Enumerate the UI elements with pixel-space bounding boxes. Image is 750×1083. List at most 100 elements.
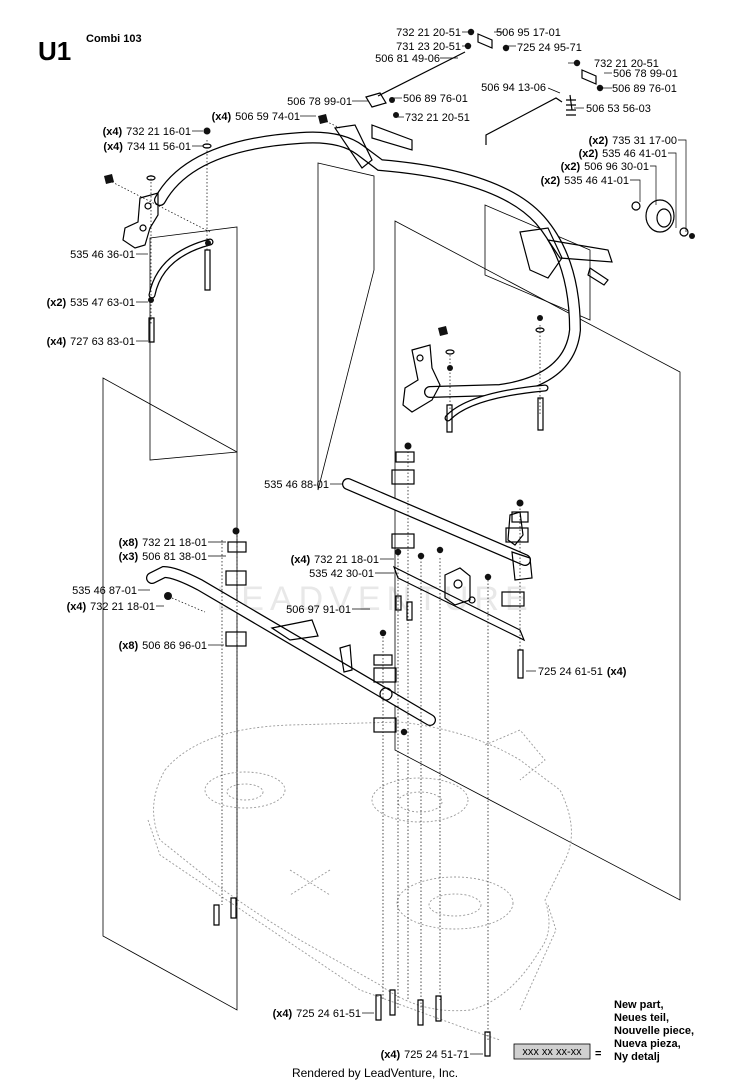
callout-14-part: 732 21 16-01: [126, 126, 191, 138]
lower-rod-535-46-87-01: [146, 565, 436, 726]
callout-1-part: 506 95 17-01: [496, 27, 561, 39]
link-rod-left: [148, 238, 214, 299]
legend-swatch-label: xxx xx xx-xx: [522, 1046, 582, 1058]
callout-22-qty: (x4): [47, 336, 67, 348]
callout-10-part: 506 89 76-01: [403, 93, 468, 105]
callout-12-qty: (x4): [212, 111, 232, 123]
bracket-right: [402, 344, 441, 413]
callout-15-part: 734 11 56-01: [127, 141, 191, 153]
svg-text:731 23 20-51: 731 23 20-51: [396, 41, 461, 53]
callout-21-qty: (x2): [47, 297, 67, 309]
svg-text:(x2)735 31 17-00: (x2)735 31 17-00: [589, 135, 677, 147]
svg-text:732 21 20-51: 732 21 20-51: [594, 58, 659, 70]
callout-24-part: 732 21 18-01: [142, 537, 207, 549]
callout-29-part: 732 21 18-01: [90, 601, 155, 613]
svg-text:506 97 91-01: 506 97 91-01: [286, 604, 351, 616]
callout-33-qty: (x4): [273, 1008, 293, 1020]
callout-21-part: 535 47 63-01: [70, 297, 135, 309]
callout-9-part: 506 78 99-01: [287, 96, 352, 108]
svg-text:(x2)535 47 63-01: (x2)535 47 63-01: [47, 297, 135, 309]
callout-19-part: 535 46 41-01: [564, 175, 629, 187]
legend-line-3: Nueva pieza,: [614, 1038, 681, 1050]
callout-13-part: 732 21 20-51: [405, 112, 470, 124]
callout-27-part: 535 42 30-01: [309, 568, 374, 580]
mower-deck: [147, 721, 572, 1041]
callout-7-part: 506 94 13-06: [481, 82, 546, 94]
leader-lines: [136, 31, 687, 1055]
callout-12-part: 506 59 74-01: [235, 111, 300, 123]
svg-text:506 78 99-01: 506 78 99-01: [287, 96, 352, 108]
svg-text:506 78 99-01: 506 78 99-01: [613, 68, 678, 80]
callout-16-part: 735 31 17-00: [612, 135, 677, 147]
svg-text:732 21 20-51: 732 21 20-51: [396, 27, 461, 39]
svg-text:(x2)535 46 41-01: (x2)535 46 41-01: [579, 148, 667, 160]
callout-18-part: 506 96 30-01: [584, 161, 649, 173]
svg-text:(x8)732 21 18-01: (x8)732 21 18-01: [119, 537, 207, 549]
callout-20-part: 535 46 36-01: [70, 249, 135, 261]
callout-0-part: 732 21 20-51: [396, 27, 461, 39]
callout-23-part: 535 46 88-01: [264, 479, 329, 491]
callout-2-part: 731 23 20-51: [396, 41, 461, 53]
callout-17-part: 535 46 41-01: [602, 148, 667, 160]
svg-text:506 95 17-01: 506 95 17-01: [496, 27, 561, 39]
svg-text:535 46 87-01: 535 46 87-01: [72, 585, 137, 597]
svg-text:535 42 30-01: 535 42 30-01: [309, 568, 374, 580]
svg-text:506 89 76-01: 506 89 76-01: [612, 83, 677, 95]
callout-32-qty: (x4): [607, 666, 627, 678]
alignment-lines: [111, 119, 541, 1040]
svg-text:506 53 56-03: 506 53 56-03: [586, 103, 651, 115]
watermark: LEADVENTURE: [216, 580, 533, 618]
callout-labels: 732 21 20-51 506 95 17-01 731 23 20-51 7…: [47, 27, 678, 1061]
fasteners: [104, 28, 604, 1057]
legend-line-0: New part,: [614, 999, 664, 1011]
svg-text:506 81 49-06: 506 81 49-06: [375, 53, 440, 65]
callout-25-part: 506 81 38-01: [142, 551, 207, 563]
callout-24-qty: (x8): [119, 537, 139, 549]
svg-text:506 89 76-01: 506 89 76-01: [403, 93, 468, 105]
svg-text:(x4)506 59 74-01: (x4)506 59 74-01: [212, 111, 300, 123]
callout-30-part: 506 97 91-01: [286, 604, 351, 616]
legend-line-2: Nouvelle piece,: [614, 1025, 694, 1037]
callout-17-qty: (x2): [579, 148, 599, 160]
svg-text:(x2)506 96 30-01: (x2)506 96 30-01: [561, 161, 649, 173]
callout-8-part: 506 89 76-01: [612, 83, 677, 95]
callout-26-part: 732 21 18-01: [314, 554, 379, 566]
svg-text:(x4)732 21 16-01: (x4)732 21 16-01: [103, 126, 191, 138]
callout-6-part: 506 78 99-01: [613, 68, 678, 80]
lift-arm-upper: [154, 124, 613, 398]
legend-line-1: Neues teil,: [614, 1012, 669, 1024]
svg-text:535 46 36-01: 535 46 36-01: [70, 249, 135, 261]
callout-31-qty: (x8): [119, 640, 139, 652]
new-part-legend: xxx xx xx-xx = New part, Neues teil, Nou…: [513, 999, 694, 1063]
link-rod-right: [444, 384, 549, 422]
legend-line-4: Ny detalj: [614, 1051, 660, 1063]
callout-26-qty: (x4): [291, 554, 311, 566]
svg-text:535 46 88-01: 535 46 88-01: [264, 479, 329, 491]
svg-text:(x4)725 24 61-51: (x4)725 24 61-51: [273, 1008, 361, 1020]
svg-text:(x2)535 46 41-01: (x2)535 46 41-01: [541, 175, 629, 187]
callout-34-part: 725 24 51-71: [404, 1049, 469, 1061]
svg-text:(x4)727 63 83-01: (x4)727 63 83-01: [47, 336, 135, 348]
callout-31-part: 506 86 96-01: [142, 640, 207, 652]
callout-25-qty: (x3): [119, 551, 139, 563]
pulley-wheel: [631, 199, 695, 239]
callout-34-qty: (x4): [381, 1049, 401, 1061]
callout-22-part: 727 63 83-01: [70, 336, 135, 348]
callout-4-part: 506 81 49-06: [375, 53, 440, 65]
callout-33-part: 725 24 61-51: [296, 1008, 361, 1020]
svg-text:725 24 61-51(x4): 725 24 61-51(x4): [538, 666, 627, 678]
callout-29-qty: (x4): [67, 601, 87, 613]
svg-text:(x8)506 86 96-01: (x8)506 86 96-01: [119, 640, 207, 652]
callout-15-qty: (x4): [103, 141, 123, 153]
callout-5-part: 732 21 20-51: [594, 58, 659, 70]
svg-text:725 24 95-71: 725 24 95-71: [517, 42, 582, 54]
bracket-plate-535-42-30-01: [392, 565, 526, 642]
callout-28-part: 535 46 87-01: [72, 585, 137, 597]
svg-text:(x4)725 24 51-71: (x4)725 24 51-71: [381, 1049, 469, 1061]
svg-text:732 21 20-51: 732 21 20-51: [405, 112, 470, 124]
callout-3-part: 725 24 95-71: [517, 42, 582, 54]
svg-text:(x3)506 81 38-01: (x3)506 81 38-01: [119, 551, 207, 563]
footer-credit: Rendered by LeadVenture, Inc.: [292, 1066, 458, 1080]
callout-18-qty: (x2): [561, 161, 581, 173]
